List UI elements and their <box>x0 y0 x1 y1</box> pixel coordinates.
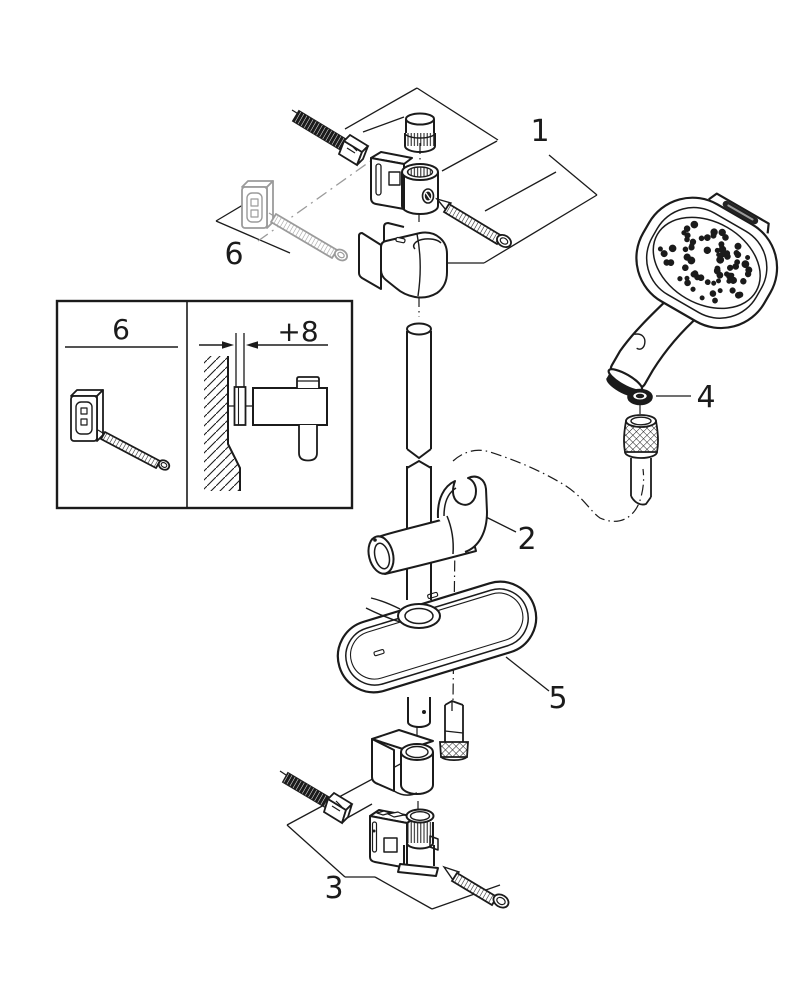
inset-label-6: 6 <box>112 313 130 346</box>
bracket-cover-bottom <box>371 729 434 796</box>
bracket-fixing-screw-bottom <box>279 770 354 825</box>
inset-wall-section <box>199 333 328 491</box>
rail-end-cap <box>404 112 436 153</box>
hand-shower <box>606 192 779 397</box>
label-part-5: 5 <box>548 681 567 716</box>
wall-bracket-bottom <box>369 808 439 877</box>
inset-detail-box <box>55 299 354 510</box>
rail-end-pin <box>439 700 469 762</box>
label-part-6: 6 <box>224 237 243 272</box>
leader-lines <box>483 395 691 692</box>
hose-routing-line <box>452 449 645 522</box>
label-part-1: 1 <box>530 114 549 149</box>
wall-plug-and-screw-gray <box>241 180 349 262</box>
glide-element <box>367 475 488 575</box>
construction-lines-part1 <box>344 87 598 264</box>
hose-nut-and-hose <box>623 414 659 506</box>
inset-wall-plug <box>70 389 171 471</box>
center-line-wall-plug <box>257 159 373 242</box>
spray-nozzle-dots <box>657 220 753 304</box>
wall-screw-top <box>435 197 512 248</box>
wall-screw-bottom <box>442 865 510 909</box>
wall-bracket-top <box>370 151 439 215</box>
hose-washer <box>627 388 653 406</box>
label-part-4: 4 <box>696 380 715 415</box>
soap-tray <box>336 580 538 694</box>
bracket-fixing-screw-top <box>291 109 370 167</box>
shower-rail-upper <box>406 322 432 460</box>
shower-rail-bottom-end <box>407 695 431 728</box>
inset-dimension-label: +8 <box>277 315 318 348</box>
label-part-3: 3 <box>324 871 343 906</box>
label-part-2: 2 <box>517 522 536 557</box>
bracket-cover-top <box>358 222 448 299</box>
